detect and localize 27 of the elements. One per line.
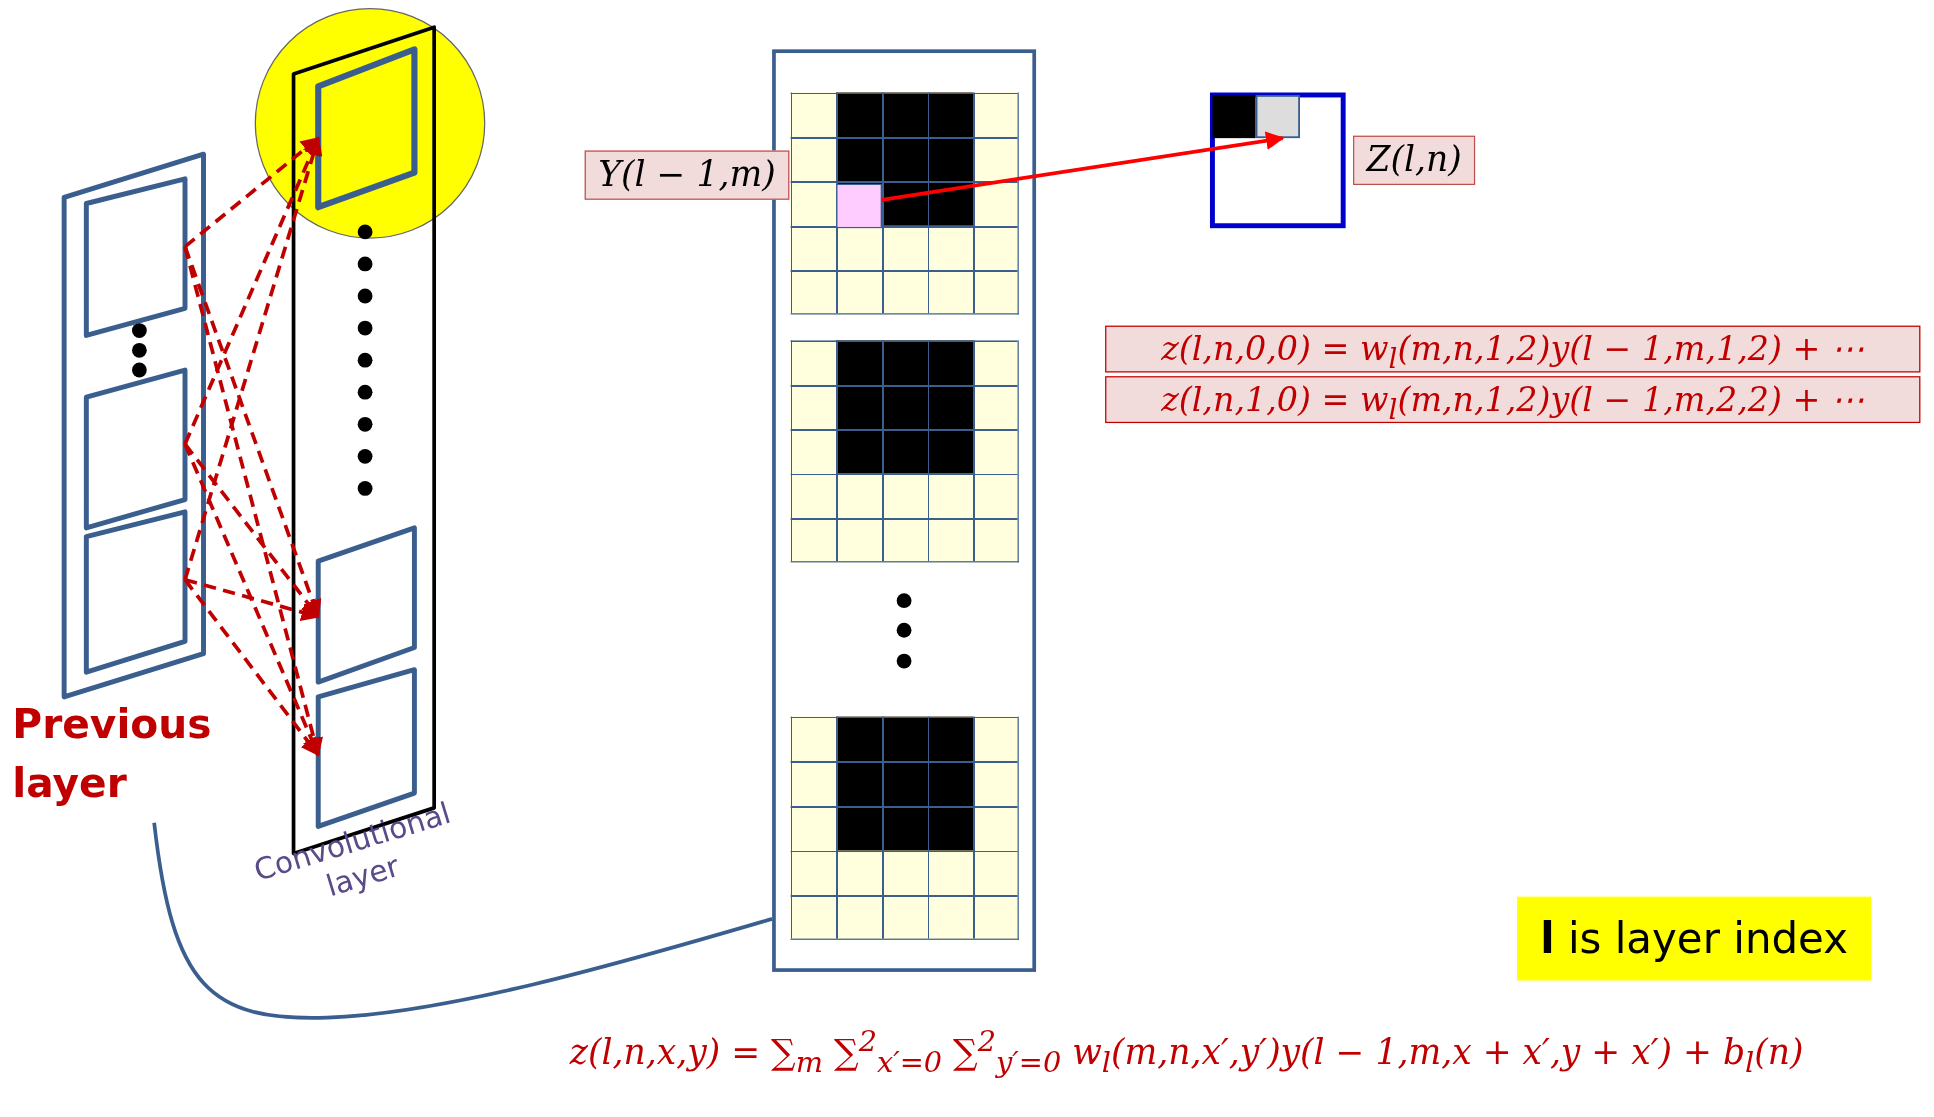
feature-map [314,45,419,211]
feature-map [82,508,189,676]
math-label: Y(l − 1,m) [584,150,790,200]
pixel-cell [1212,94,1256,139]
feature-map [82,366,189,532]
feature-map-stack [772,49,1037,972]
feature-map [82,175,189,340]
equation: z(l,n,x,y) = ∑$_{m}$ ∑$^{2}$$_{x′=0}$ ∑$^{2}$$_{y′=0}$ w$_{l}$(m,n,x′,y′)y(l − 1,m,x + x′,y + x′) + b$_{l}$(n) [569,1023,1804,1080]
equation-box: z(l,n,1,0) = w$_{l}$(m,n,1,2)y(l − 1,m,2,2) + ⋯ [1105,376,1921,424]
arrow [881,131,1285,202]
arrow [184,577,320,622]
feature-map [314,524,419,686]
layer-title: Previous layer [12,698,210,809]
arrow [183,136,320,249]
connector-line [152,822,773,1020]
arrow [183,578,320,757]
pixel-cell [836,183,882,229]
pixel-grid [790,340,1019,563]
math-label: Z(l,n) [1353,135,1476,185]
arrow [183,136,323,581]
equation-box: z(l,n,0,0) = w$_{l}$(m,n,1,2)y(l − 1,m,1,2) + ⋯ [1105,325,1921,373]
output-map [1209,92,1346,229]
note-box: l is layer index [1517,896,1872,981]
pixel-grid [790,92,1019,315]
pixel-grid [790,716,1019,940]
arrow [183,136,321,445]
pixel-cell [1255,94,1300,139]
